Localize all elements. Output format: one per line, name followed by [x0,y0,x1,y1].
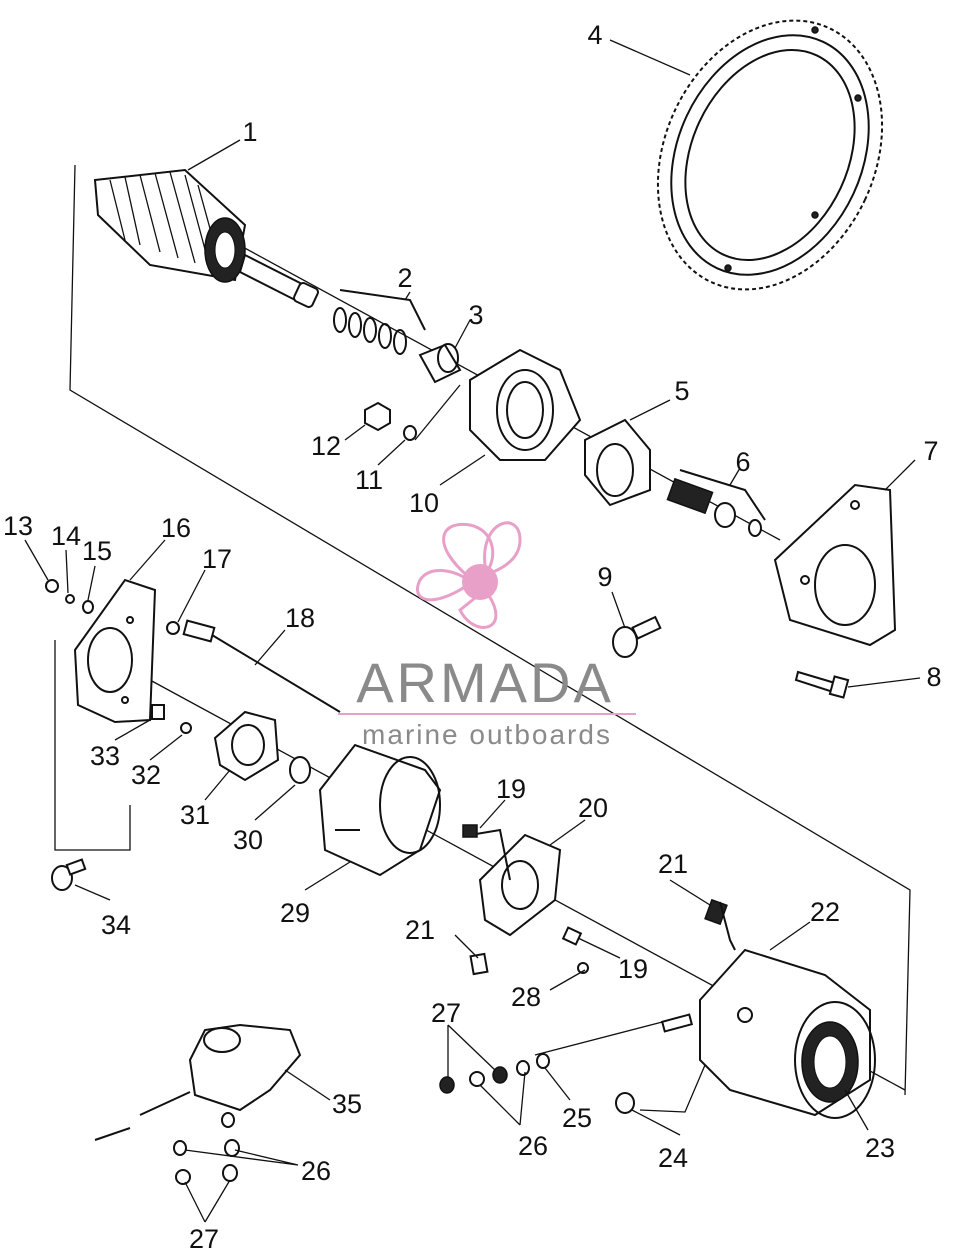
part-label-11: 11 [355,465,383,495]
armada-watermark: ARMADA marine outboards [338,521,636,750]
nut-washer [364,401,417,441]
watermark-tagline: marine outboards [362,719,612,750]
part-label-27a: 27 [431,998,461,1028]
part-label-23: 23 [865,1133,895,1163]
watermark-brand: ARMADA [356,651,614,714]
part-label-3: 3 [468,300,483,330]
small-hardware [45,579,94,614]
bushing [418,343,462,384]
part-label-34: 34 [101,910,131,940]
part-label-15: 15 [82,536,112,566]
mounting-bracket [773,483,897,647]
part-label-12: 12 [311,431,341,461]
part-label-28: 28 [511,982,541,1012]
part-label-29: 29 [280,898,310,928]
part-label-16: 16 [161,513,191,543]
part-label-19a: 19 [496,774,526,804]
part-label-5: 5 [674,376,689,406]
solenoid [94,1023,302,1185]
part-label-27b: 27 [189,1224,219,1254]
part-label-21a: 21 [405,915,435,945]
part-label-2: 2 [397,263,412,293]
part-label-32: 32 [131,760,161,790]
bolt-9 [612,615,662,658]
part-label-30: 30 [233,825,263,855]
part-label-20: 20 [578,793,608,823]
part-label-19b: 19 [618,954,648,984]
bolt-8 [794,670,850,699]
end-cap [469,348,582,461]
part-label-18: 18 [285,603,315,633]
part-label-13: 13 [3,511,33,541]
brush-21a [469,952,489,976]
part-label-25: 25 [562,1103,592,1133]
through-bolt [166,619,341,713]
leader-lines [24,39,921,1223]
fastener-set [439,1013,694,1114]
part-label-7: 7 [923,436,938,466]
propeller-logo-icon [416,521,522,629]
part-label-9: 9 [597,562,612,592]
part-label-1: 1 [242,117,257,147]
part-label-10: 10 [409,488,439,518]
part-label-26b: 26 [301,1156,331,1186]
brush-lead [561,926,589,974]
part-label-31: 31 [180,800,210,830]
bushing-30 [289,756,311,784]
drive-spring [666,469,766,537]
brush-21b [704,898,736,951]
part-label-24: 24 [658,1143,688,1173]
part-label-4: 4 [587,20,602,50]
part-label-14: 14 [51,521,81,551]
commutator-end [801,1021,859,1103]
armature [93,168,319,308]
spring-set [333,289,426,355]
part-label-22: 22 [810,897,840,927]
part-label-8: 8 [926,662,941,692]
screw-set [51,704,192,891]
part-number-labels: 1 2 3 4 5 6 7 8 9 10 11 12 13 14 15 16 1… [3,20,942,1254]
part-label-33: 33 [90,741,120,771]
part-label-17: 17 [202,544,232,574]
part-label-26a: 26 [518,1131,548,1161]
part-label-35: 35 [332,1089,362,1119]
ring-gear [656,19,884,291]
part-label-6: 6 [735,447,750,477]
brush-plate [462,824,562,937]
part-label-21b: 21 [658,849,688,879]
field-frame [318,743,442,877]
rear-bearing-housing [213,710,280,782]
pinion-gear [584,418,651,507]
